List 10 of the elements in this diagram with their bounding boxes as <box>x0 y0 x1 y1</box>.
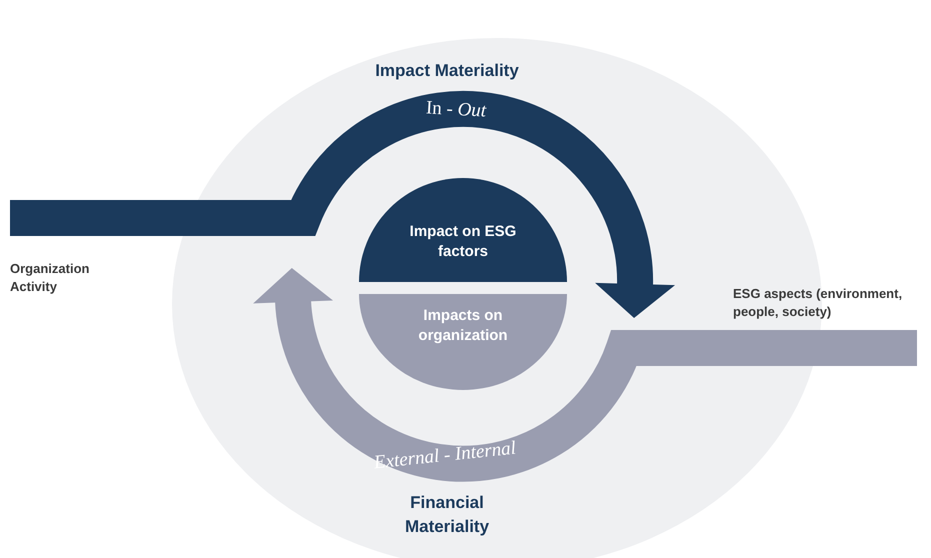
side-label: Organization Activity <box>10 236 272 298</box>
heading: Financial Materiality <box>404 492 490 538</box>
edge-label: In - Out <box>425 96 487 124</box>
edge-label: External - Internal <box>372 436 518 476</box>
disc-text: Impacts on organization <box>417 306 509 346</box>
side-label: ESG aspects (environment, people, society) <box>680 285 931 326</box>
curved-arrow <box>10 91 675 318</box>
disc-text: Impact on ESG factors <box>408 222 518 262</box>
curved-arrow <box>253 268 917 482</box>
heading: Impact Materiality <box>374 60 520 82</box>
